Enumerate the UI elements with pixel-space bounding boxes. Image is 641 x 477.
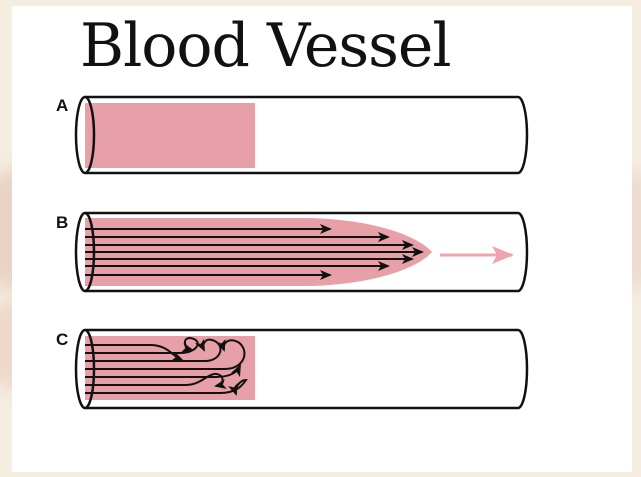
vessel-a [76, 97, 527, 173]
vessel-c [76, 330, 527, 408]
blood-block-a [85, 103, 255, 168]
vessel-b [76, 213, 527, 291]
